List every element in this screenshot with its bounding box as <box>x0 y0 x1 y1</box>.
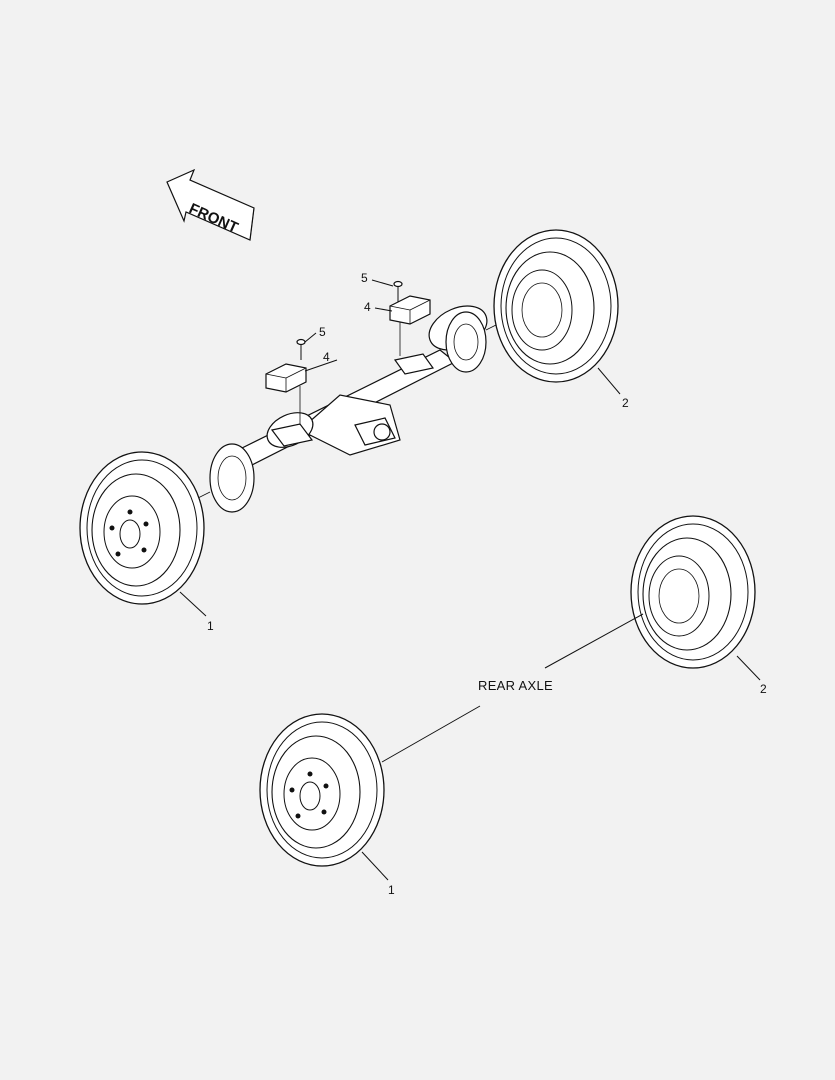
mounting-pad-right <box>389 295 431 356</box>
callout-rear-left-wheel: 1 <box>388 883 395 897</box>
mounting-pad-left <box>265 363 307 425</box>
callout-front-left-wheel: 1 <box>207 619 214 633</box>
rear-axle-label: REAR AXLE <box>478 678 553 693</box>
rear-axle-centerline <box>381 613 644 763</box>
rear-right-wheel <box>630 515 756 669</box>
callout-pad-right: 4 <box>364 300 371 314</box>
callout-pad-left: 4 <box>323 350 330 364</box>
front-direction-arrow: FRONT <box>166 168 255 241</box>
bolt-left <box>296 338 306 360</box>
callout-rear-right-wheel: 2 <box>760 682 767 696</box>
callout-front-right-wheel: 2 <box>622 396 629 410</box>
front-left-wheel <box>79 451 205 605</box>
rear-left-wheel <box>259 713 385 867</box>
leader-lines <box>179 279 761 881</box>
front-right-wheel <box>493 229 619 383</box>
callout-bolt-right: 5 <box>361 271 368 285</box>
callout-bolt-left: 5 <box>319 325 326 339</box>
front-axle-assembly <box>189 305 507 513</box>
bolt-right <box>393 280 403 302</box>
